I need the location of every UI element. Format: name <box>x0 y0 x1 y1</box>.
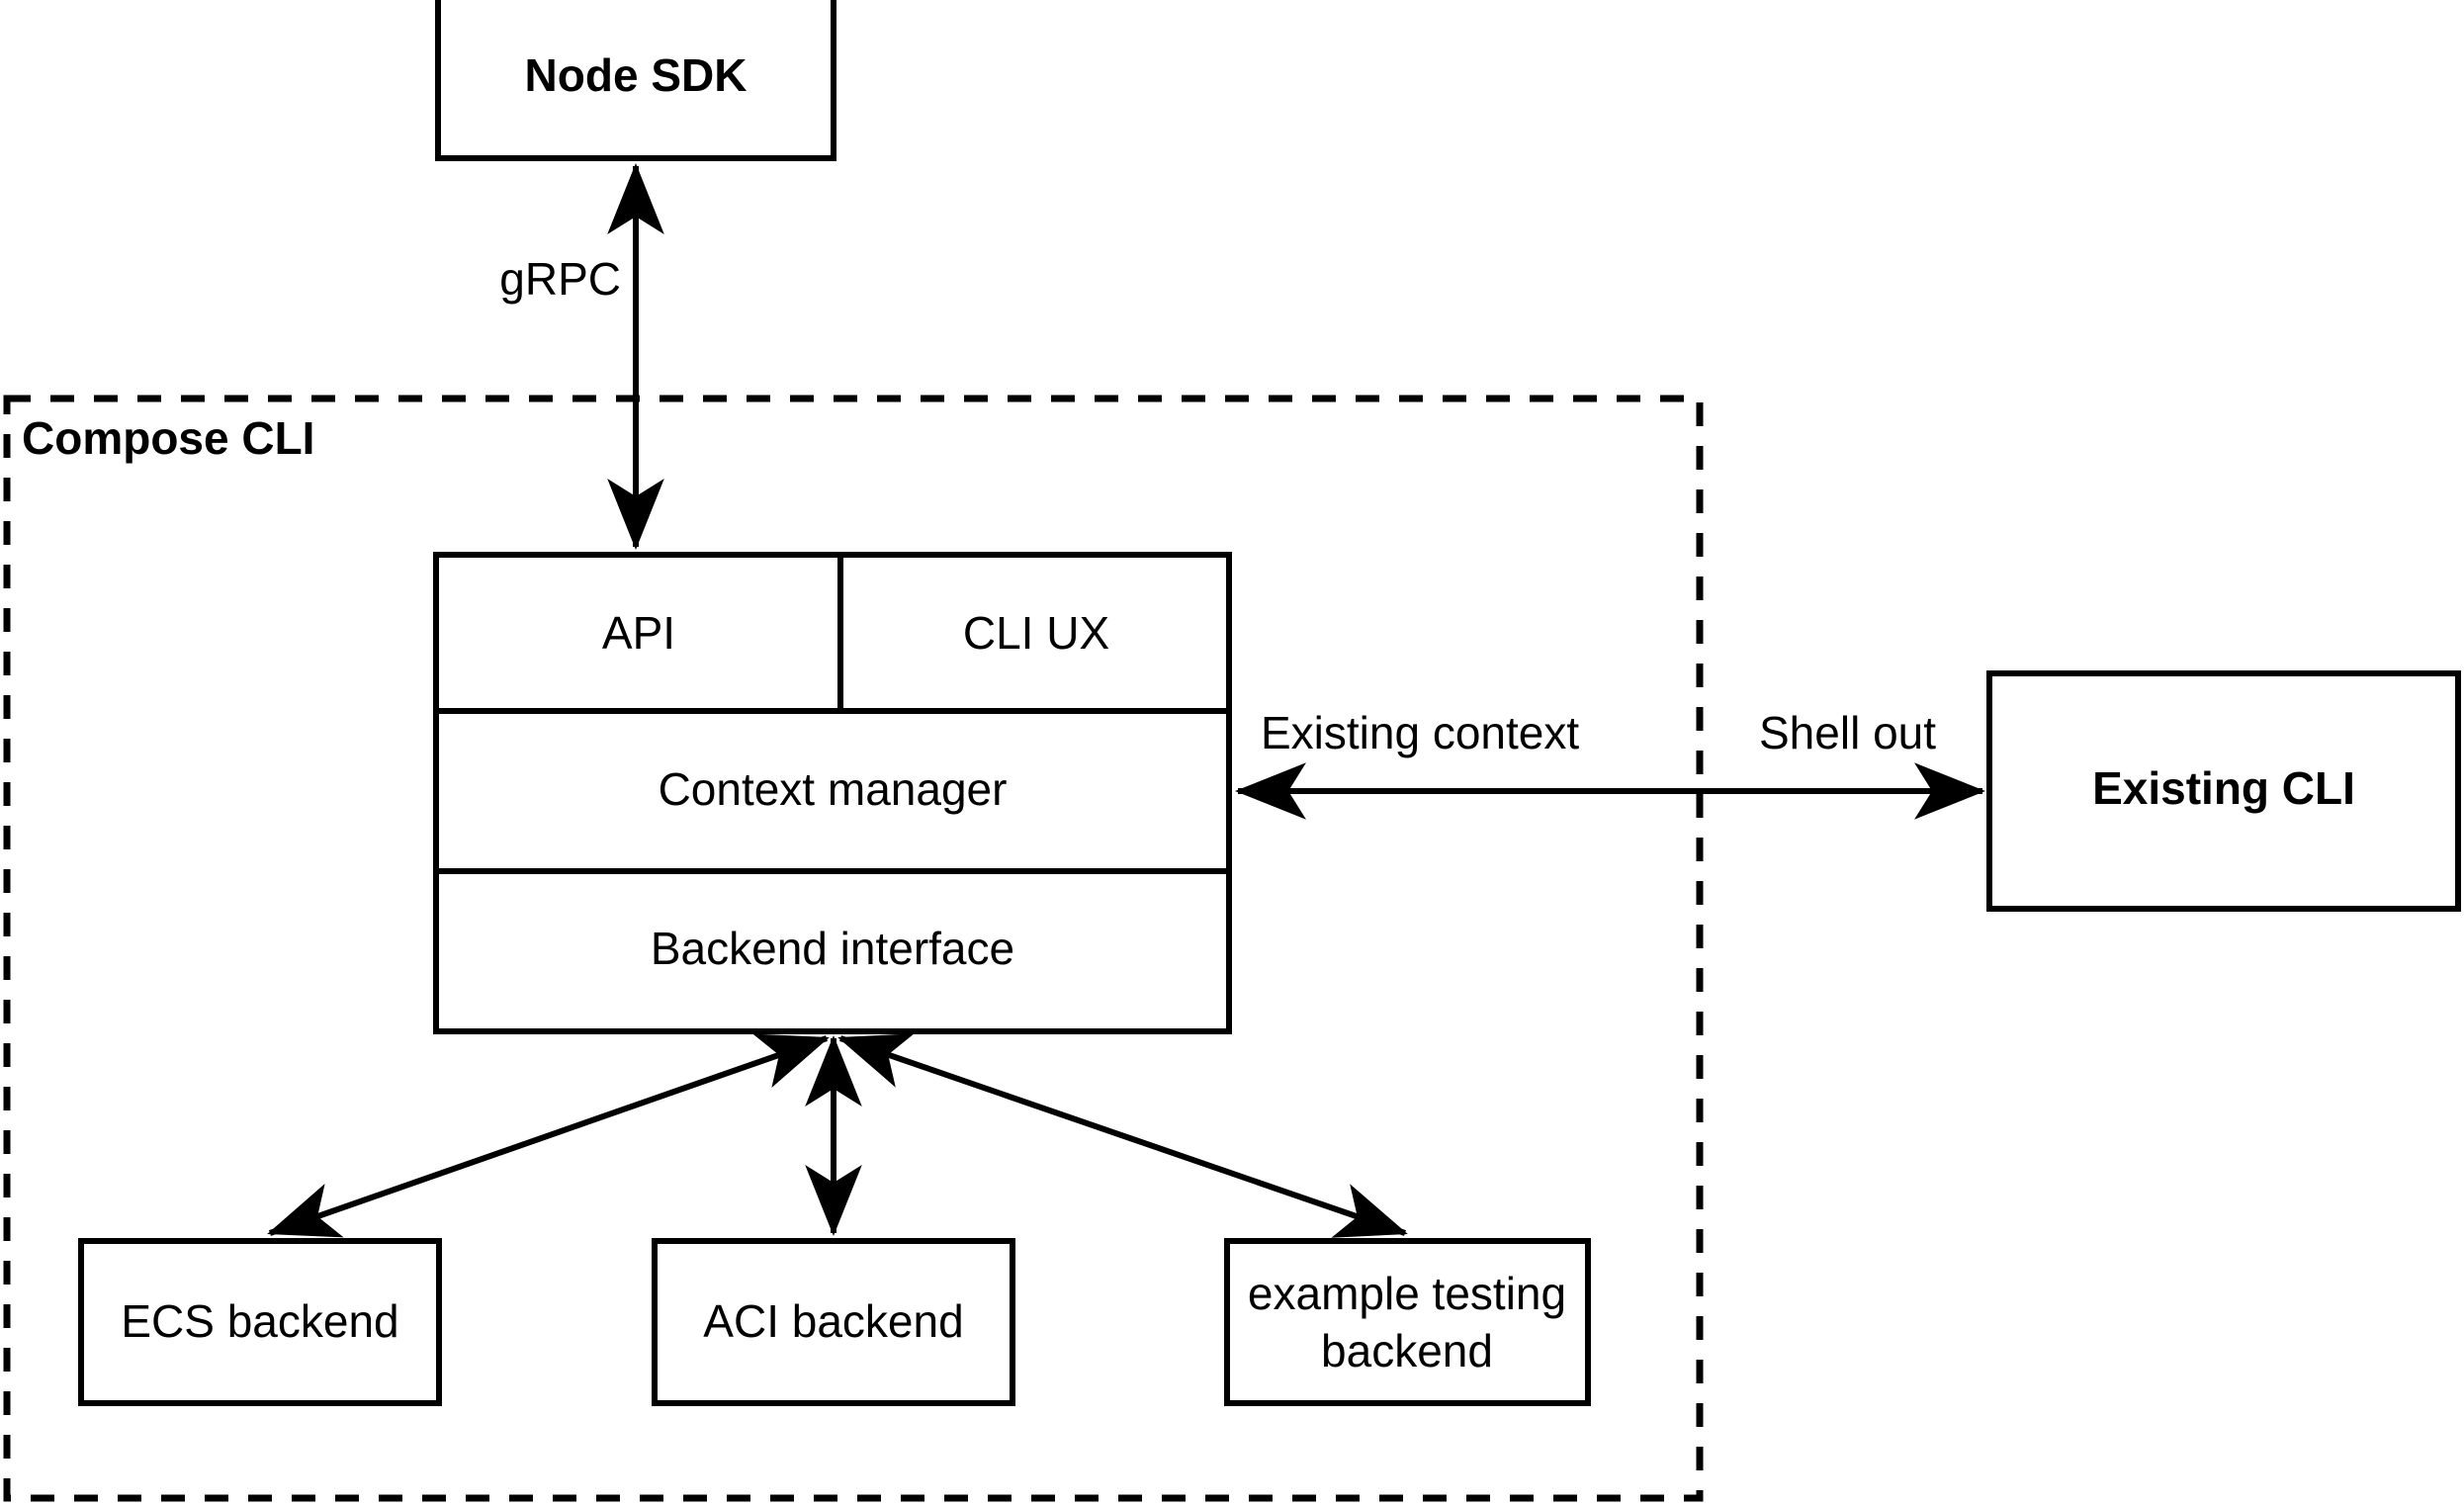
compose-cli-stack-box <box>433 552 1232 1034</box>
node-sdk-box[interactable] <box>435 0 836 161</box>
existing-cli-box[interactable] <box>1986 670 2461 912</box>
group-compose-cli-boundary <box>3 395 1704 1502</box>
edge-grpc-label: gRPC <box>499 253 621 305</box>
existing-cli-label: Existing CLI <box>2092 762 2355 814</box>
cli-ux-label: CLI UX <box>963 607 1109 659</box>
aci-backend-label: ACI backend <box>703 1295 963 1347</box>
aci-backend-box[interactable] <box>652 1238 1015 1406</box>
example-testing-backend-label-line1: example testing <box>1248 1268 1566 1319</box>
edge-shell-out-label: Shell out <box>1759 707 1936 758</box>
example-testing-backend-label-line2: backend <box>1321 1325 1493 1376</box>
node-sdk-label: Node SDK <box>525 49 748 101</box>
context-manager-label: Context manager <box>659 763 1008 815</box>
example-testing-backend-box[interactable] <box>1224 1238 1591 1406</box>
edge-backend-ecs-line <box>267 1033 830 1238</box>
group-compose-cli-label: Compose CLI <box>22 412 314 464</box>
backend-interface-label: Backend interface <box>651 923 1014 974</box>
ecs-backend-label: ECS backend <box>121 1295 398 1347</box>
ecs-backend-box[interactable] <box>78 1238 442 1406</box>
edge-backend-example-line <box>837 1033 1408 1238</box>
api-label: API <box>602 607 675 659</box>
edge-existing-context-label: Existing context <box>1261 707 1579 758</box>
